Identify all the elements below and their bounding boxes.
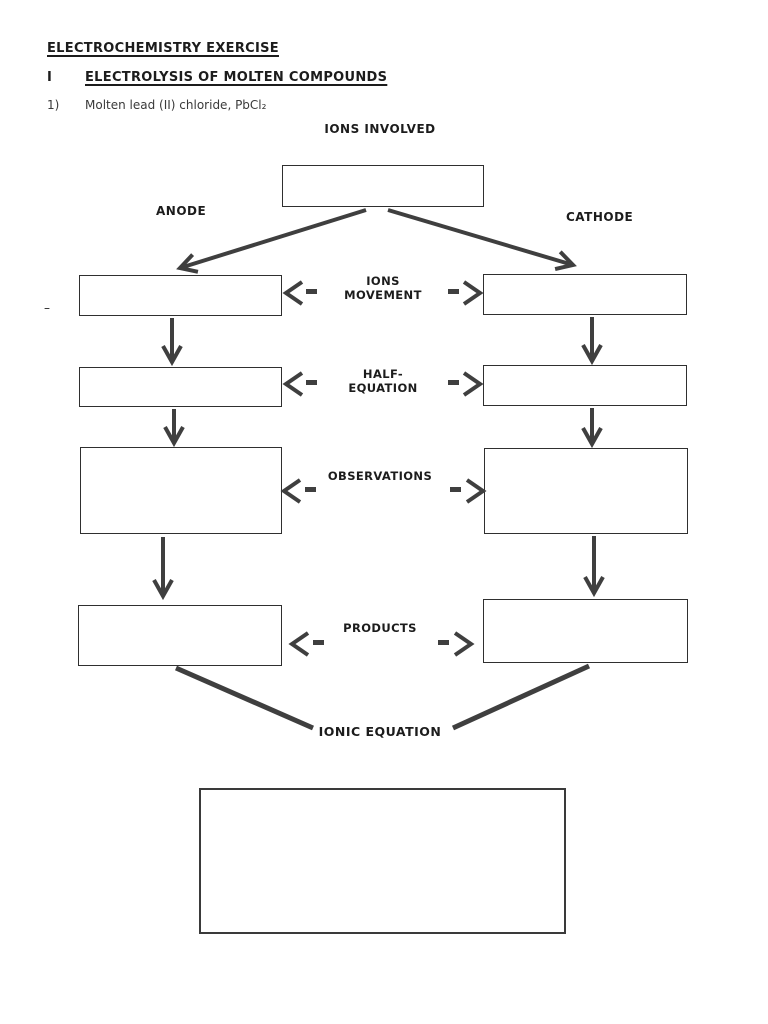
ions-involved-label: IONS INVOLVED xyxy=(324,122,436,136)
ionic-equation-label: IONIC EQUATION xyxy=(318,724,442,739)
observations-label: OBSERVATIONS xyxy=(327,469,433,483)
half-equation-label-line1: HALF- xyxy=(362,367,404,381)
cathode-ions-movement-box xyxy=(483,274,687,315)
ions-movement-label: IONS MOVEMENT xyxy=(300,274,466,302)
cathode-label: CATHODE xyxy=(566,210,634,224)
anode-products-box xyxy=(78,605,282,666)
products-left-arrow xyxy=(288,631,324,657)
branch-to-anode-arrow xyxy=(176,208,367,274)
section-number: I xyxy=(47,70,53,85)
observations-left-arrow xyxy=(280,478,316,504)
ionic-equation-box xyxy=(199,788,566,934)
half-equation-label-line2: EQUATION xyxy=(348,381,418,395)
half-equation-label: HALF- EQUATION xyxy=(300,367,466,395)
anode-label: ANODE xyxy=(156,204,207,218)
cathode-half-equation-box xyxy=(483,365,687,406)
products-right-arrow xyxy=(438,631,475,657)
products-label: PRODUCTS xyxy=(343,621,417,635)
item-number: 1) xyxy=(47,98,60,112)
ionic-right-line xyxy=(451,663,591,731)
stray-dash: – xyxy=(44,301,50,315)
branch-to-cathode-arrow xyxy=(387,208,577,272)
section-title: ELECTROLYSIS OF MOLTEN COMPOUNDS xyxy=(85,70,388,85)
observations-right-arrow xyxy=(450,478,487,504)
anode-half-equation-box xyxy=(79,367,282,407)
anode-observations-box xyxy=(80,447,282,534)
page-title: ELECTROCHEMISTRY EXERCISE xyxy=(47,41,279,56)
item-text: Molten lead (II) chloride, PbCl₂ xyxy=(85,98,267,112)
ions-involved-box xyxy=(282,165,484,207)
ions-movement-label-line2: MOVEMENT xyxy=(344,288,422,302)
cathode-products-box xyxy=(483,599,688,663)
anode-ions-movement-box xyxy=(79,275,282,316)
cathode-observations-box xyxy=(484,448,688,534)
ions-movement-label-line1: IONS xyxy=(366,274,400,288)
ionic-left-line xyxy=(174,665,315,731)
